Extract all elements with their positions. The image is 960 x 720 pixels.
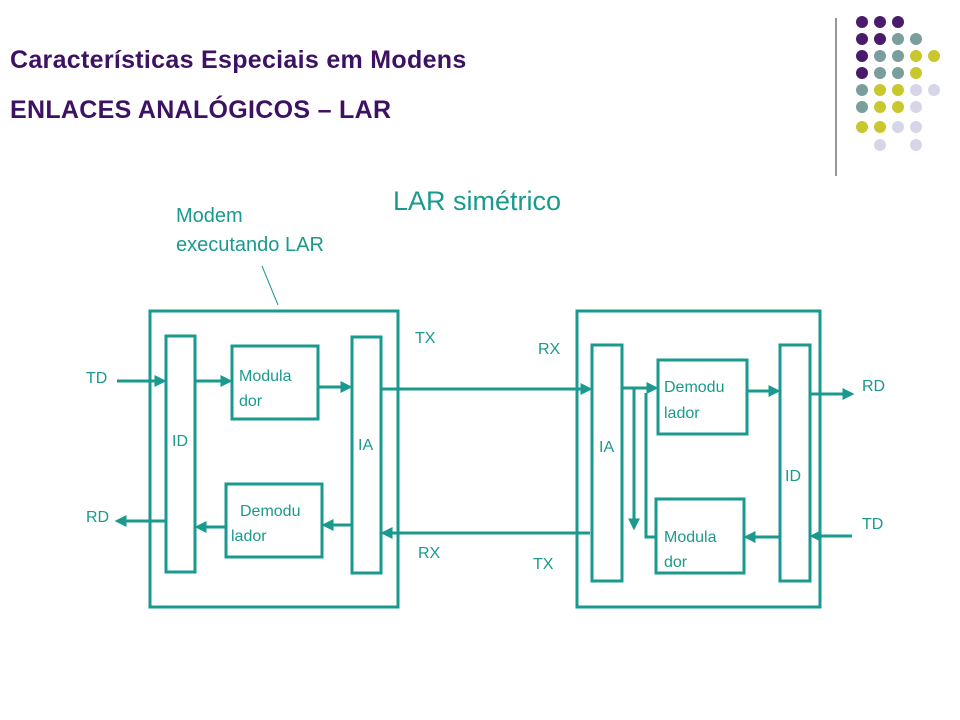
left-demod-label-line1: Demodu bbox=[240, 503, 300, 520]
right-ia-label: IA bbox=[599, 439, 614, 456]
decorative-dot-grid bbox=[856, 16, 940, 151]
right-demodulator-block bbox=[656, 358, 749, 436]
right-demod-label-line1: Demodu bbox=[664, 379, 724, 396]
left-rd-label: RD bbox=[86, 509, 109, 526]
left-modem: ID IA Modula dor Demodu lador TD RD bbox=[86, 309, 400, 609]
right-rd-label: RD bbox=[862, 378, 885, 395]
left-mod-label-line1: Modula bbox=[239, 368, 292, 385]
diagram-heading: LAR simétrico bbox=[393, 186, 561, 216]
right-loopback-wire bbox=[622, 386, 640, 531]
left-td-label: TD bbox=[86, 370, 107, 387]
slide-subtitle: ENLACES ANALÓGICOS – LAR bbox=[10, 96, 392, 124]
right-mod-label-line2: dor bbox=[664, 554, 688, 571]
modem-note-line1: Modem bbox=[176, 205, 243, 227]
modem-note-line2: executando LAR bbox=[176, 234, 324, 256]
right-modem: IA ID Demodu lador Modula dor RD TD bbox=[575, 309, 885, 609]
left-tx-label: TX bbox=[415, 330, 436, 347]
left-ia-label: IA bbox=[358, 437, 373, 454]
right-id-block bbox=[778, 343, 812, 583]
right-td-label: TD bbox=[862, 516, 883, 533]
right-id-label: ID bbox=[785, 468, 801, 485]
left-demodulator-block bbox=[224, 482, 324, 559]
note-pointer-line bbox=[261, 265, 279, 306]
right-modem-frame bbox=[575, 309, 822, 609]
left-id-label: ID bbox=[172, 433, 188, 450]
slide-title: Características Especiais em Modens bbox=[10, 46, 467, 74]
right-mod-return-wire bbox=[644, 393, 656, 539]
analog-link: TX RX RX TX bbox=[380, 330, 593, 573]
left-ia-block bbox=[350, 335, 383, 575]
left-modem-frame bbox=[148, 309, 400, 609]
left-rx-label: RX bbox=[418, 545, 441, 562]
left-mod-label-line2: dor bbox=[239, 393, 263, 410]
right-tx-label: TX bbox=[533, 556, 554, 573]
right-mod-label-line1: Modula bbox=[664, 529, 717, 546]
right-rx-label: RX bbox=[538, 341, 561, 358]
left-demod-label-line2: lador bbox=[231, 528, 267, 545]
right-demod-label-line2: lador bbox=[664, 405, 700, 422]
right-ia-block bbox=[590, 343, 624, 583]
left-id-block bbox=[164, 334, 197, 574]
